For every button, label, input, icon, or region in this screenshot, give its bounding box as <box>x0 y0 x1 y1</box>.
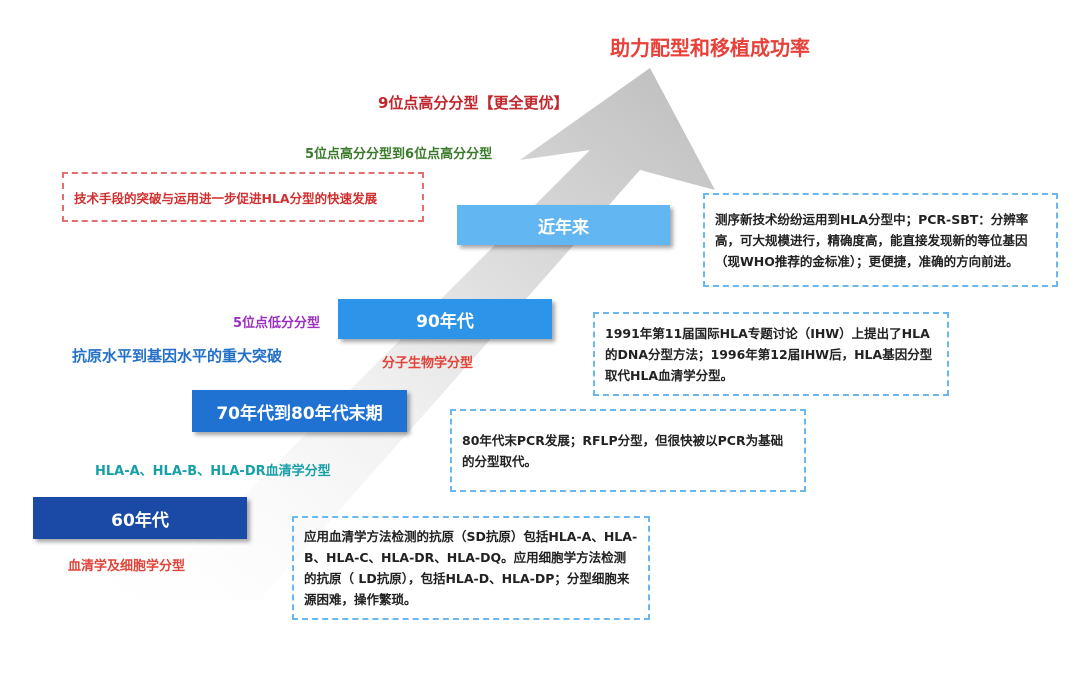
label-five-low: 5位点低分分型 <box>233 316 321 331</box>
note-70s: 80年代末PCR发展；RFLP分型，但很快被以PCR为基础的分型取代。 <box>450 409 806 492</box>
label-serology-cell: 血清学及细胞学分型 <box>68 559 186 574</box>
label-antigen-to-gene: 抗原水平到基因水平的重大突破 <box>72 347 283 365</box>
label-serology-abdr: HLA-A、HLA-B、HLA-DR血清学分型 <box>95 464 331 479</box>
label-nine-locus: 9位点高分分型【更全更优】 <box>378 94 569 112</box>
era-70s-80s: 70年代到80年代末期 <box>192 390 407 432</box>
main-title: 助力配型和移植成功率 <box>610 36 810 60</box>
label-molecular: 分子生物学分型 <box>382 356 474 371</box>
era-recent: 近年来 <box>457 205 670 245</box>
note-60s: 应用血清学方法检测的抗原（SD抗原）包括HLA-A、HLA-B、HLA-C、HL… <box>292 516 650 620</box>
note-90s: 1991年第11届国际HLA专题讨论（IHW）上提出了HLA的DNA分型方法；1… <box>593 312 949 396</box>
era-90s: 90年代 <box>338 299 552 339</box>
label-five-to-six: 5位点高分分型到6位点高分分型 <box>305 147 493 162</box>
tech-breakthrough-box: 技术手段的突破与运用进一步促进HLA分型的快速发展 <box>62 172 424 222</box>
era-60s: 60年代 <box>33 497 247 539</box>
note-recent: 测序新技术纷纷运用到HLA分型中；PCR-SBT：分辨率高，可大规模进行，精确度… <box>703 193 1058 287</box>
